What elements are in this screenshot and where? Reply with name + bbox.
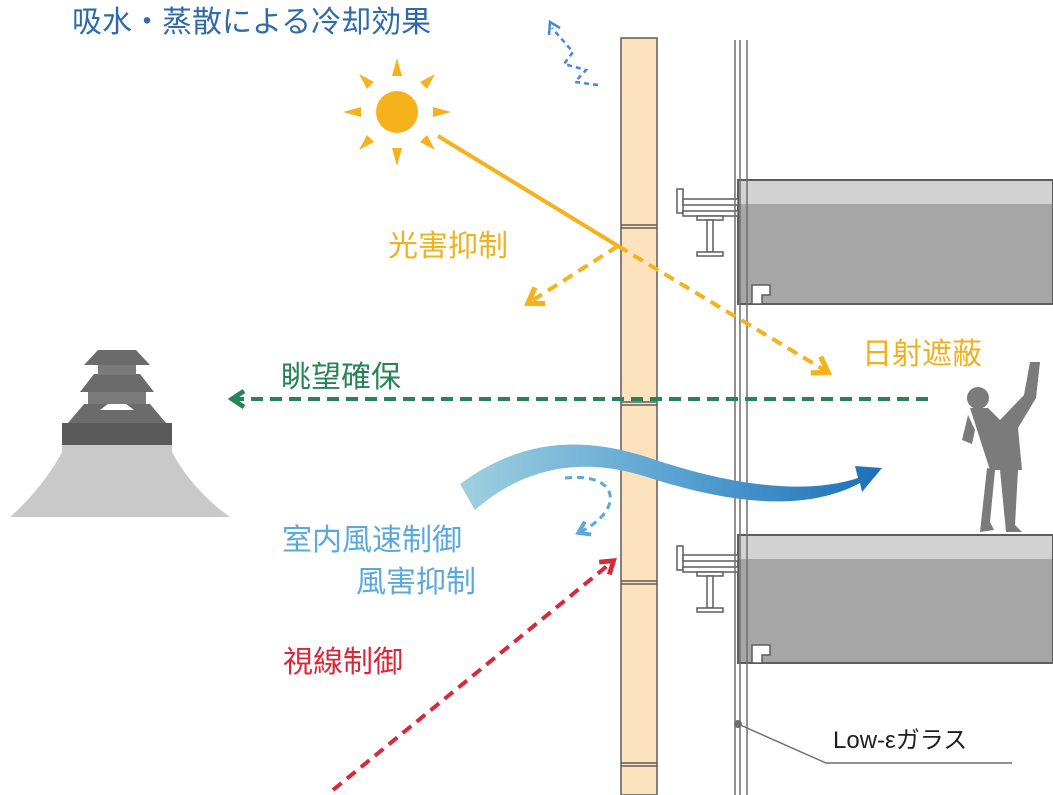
view-label: 眺望確保 [281, 360, 401, 395]
sightline-arrow [331, 557, 617, 792]
i-beam-icon [676, 188, 739, 257]
glare-reflection-arrow [523, 244, 620, 307]
person-icon [962, 362, 1040, 532]
lower-floor-slab [737, 534, 1053, 664]
low-e-glass-label: Low-εガラス [833, 727, 968, 754]
solar-shading-arrow [616, 244, 833, 376]
glass-leader-line [734, 720, 1012, 764]
cooling-arrow [547, 19, 599, 87]
wind-deflection-arrow [564, 475, 612, 537]
solar-shading-label: 日射遮蔽 [862, 337, 982, 372]
i-beam-icon [676, 545, 739, 613]
indoor-wind-control-label: 室内風速制御 [282, 523, 462, 558]
sightline-control-label: 視線制御 [283, 645, 403, 680]
castle-icon [10, 350, 230, 517]
sun-icon [343, 58, 451, 166]
cooling-effect-label: 吸水・蒸散による冷却効果 [72, 5, 432, 40]
upper-floor-slab [737, 179, 1053, 305]
glare-suppression-label: 光害抑制 [388, 229, 508, 264]
terracotta-louvre [620, 37, 658, 795]
wind-damage-suppression-label: 風害抑制 [356, 565, 476, 600]
glass-curtain-wall [734, 40, 748, 795]
sun-ray [436, 134, 620, 248]
wind-flow-ribbon [460, 444, 882, 510]
